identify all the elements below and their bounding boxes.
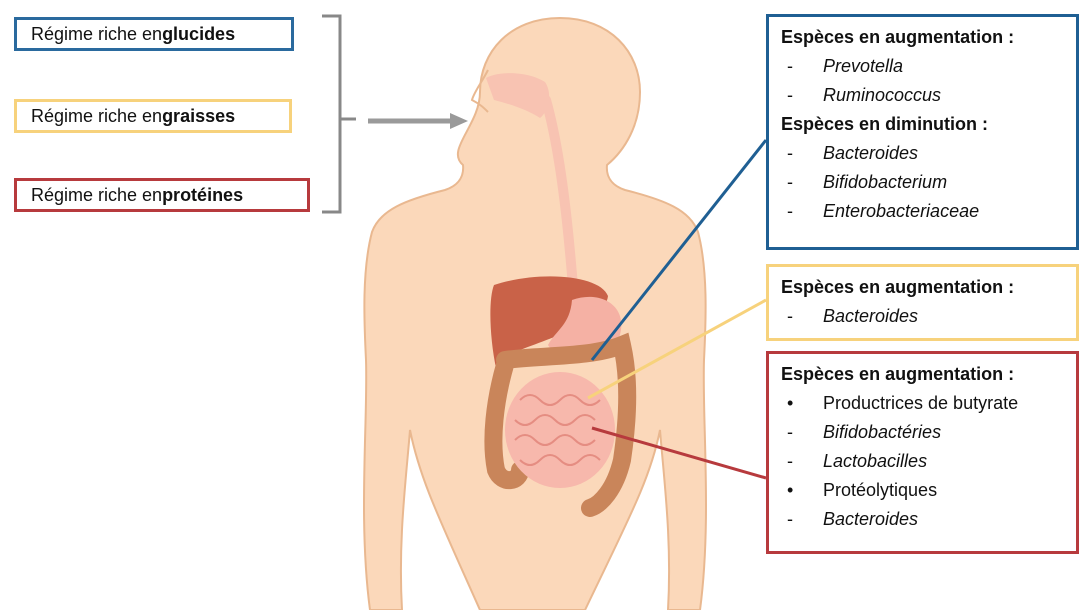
diet-label-prefix: Régime riche en	[31, 185, 162, 206]
increase-list: •Productrices de butyrate -Bifidobactéri…	[781, 389, 1076, 534]
diet-box-carbohydrates: Régime riche en glucides	[14, 17, 294, 51]
diet-box-proteins: Régime riche en protéines	[14, 178, 310, 212]
increase-list: -Prevotella -Ruminococcus	[781, 52, 1076, 110]
species-item: -Bifidobactéries	[781, 418, 1076, 447]
species-item: -Bacteroides	[781, 139, 1076, 168]
decrease-list: -Bacteroides -Bifidobacterium -Enterobac…	[781, 139, 1076, 226]
increase-title: Espèces en augmentation :	[781, 273, 1076, 302]
species-item: -Ruminococcus	[781, 81, 1076, 110]
species-panel-fats: Espèces en augmentation : -Bacteroides	[766, 264, 1079, 341]
diet-label-prefix: Régime riche en	[31, 106, 162, 127]
species-item: -Enterobacteriaceae	[781, 197, 1076, 226]
species-item: -Bifidobacterium	[781, 168, 1076, 197]
species-panel-proteins: Espèces en augmentation : •Productrices …	[766, 351, 1079, 554]
diet-box-fats: Régime riche en graisses	[14, 99, 292, 133]
diet-label-emphasis: glucides	[162, 24, 235, 45]
diet-label-emphasis: protéines	[162, 185, 243, 206]
arrow-icon	[368, 113, 468, 129]
species-item: -Bacteroides	[781, 302, 1076, 331]
diet-label-emphasis: graisses	[162, 106, 235, 127]
increase-list: -Bacteroides	[781, 302, 1076, 331]
species-item: -Prevotella	[781, 52, 1076, 81]
species-item: -Lactobacilles	[781, 447, 1076, 476]
diet-label-prefix: Régime riche en	[31, 24, 162, 45]
grouping-bracket	[322, 16, 356, 212]
increase-title: Espèces en augmentation :	[781, 360, 1076, 389]
species-item: -Bacteroides	[781, 505, 1076, 534]
species-panel-carbohydrates: Espèces en augmentation : -Prevotella -R…	[766, 14, 1079, 250]
species-item: •Protéolytiques	[781, 476, 1076, 505]
increase-title: Espèces en augmentation :	[781, 23, 1076, 52]
species-item: •Productrices de butyrate	[781, 389, 1076, 418]
decrease-title: Espèces en diminution :	[781, 110, 1076, 139]
